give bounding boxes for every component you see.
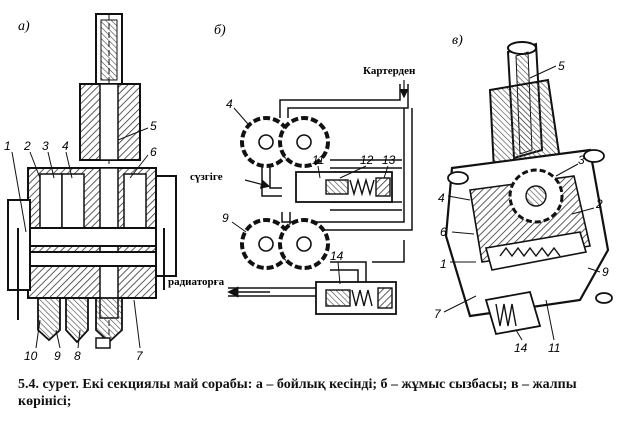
callout-a-3: 3 [42,139,49,153]
label-to-filter: сүзгіге [190,171,223,183]
pump-figure: a) [4,13,613,363]
callout-c-4: 4 [438,191,445,205]
callout-c-5: 5 [558,59,565,73]
label-from-crankcase: Картерден [363,65,416,77]
callout-a-6: 6 [150,145,157,159]
callout-c-9: 9 [602,265,609,279]
figure-caption: 5.4. сурет. Екі секциялы май сорабы: а –… [18,377,577,409]
callout-a-1: 1 [4,139,11,153]
panel-c-view: в) 5 [434,33,613,355]
callout-a-8: 8 [74,349,81,363]
label-to-radiator: радиаторға [168,276,225,288]
callout-a-2: 2 [23,139,31,153]
callout-b-13: 13 [382,153,396,167]
panel-a-section: a) [4,13,177,363]
callout-a-5: 5 [150,119,157,133]
callout-b-11: 11 [312,153,324,167]
callout-b-14: 14 [330,249,344,263]
callout-c-6: 6 [440,225,447,239]
callout-a-9: 9 [54,349,61,363]
panel-b-letter: б) [214,23,226,38]
callout-a-10: 10 [24,349,38,363]
callout-c-3: 3 [578,153,585,167]
callout-c-14: 14 [514,341,528,355]
callout-a-4: 4 [62,139,69,153]
callout-c-1: 1 [440,257,447,271]
callout-c-2: 2 [595,197,603,211]
panel-a-letter: a) [18,19,30,34]
callout-a-7: 7 [136,349,144,363]
panel-b-scheme: б) Картерден сүзгіге радиаторға [168,23,416,315]
callout-b-4: 4 [226,97,233,111]
callout-c-7: 7 [434,307,442,321]
panel-c-letter: в) [452,33,463,48]
callout-b-9: 9 [222,211,229,225]
callout-c-11: 11 [548,341,560,355]
callout-b-12: 12 [360,153,374,167]
